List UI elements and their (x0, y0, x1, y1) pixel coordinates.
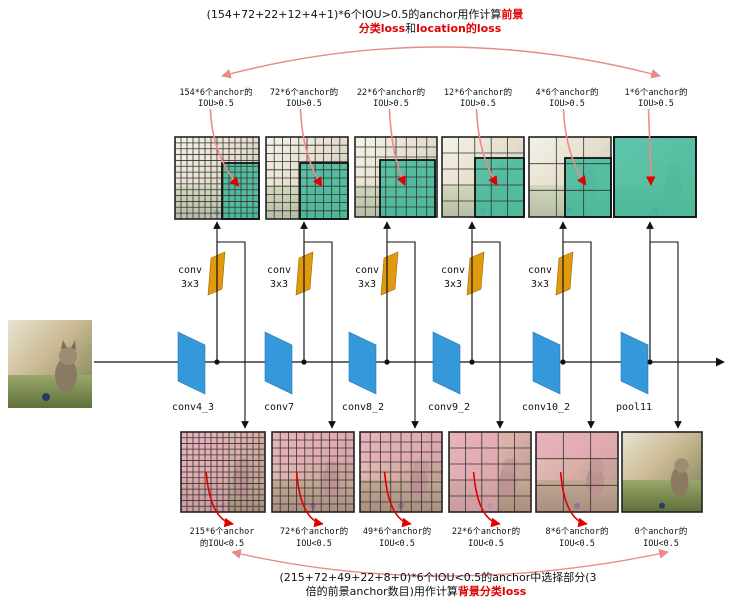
positive-label-line2: IOU>0.5 (198, 99, 234, 109)
positive-label-line1: 12*6个anchor的 (444, 87, 512, 98)
teal-overlay (380, 160, 435, 217)
positive-label-line1: 154*6个anchor的 (179, 87, 252, 98)
conv-label-line1: conv (441, 265, 465, 276)
layer-label: conv8_2 (342, 402, 384, 413)
negative-image-1 (180, 431, 266, 528)
top-curve-arrow (221, 46, 661, 79)
conv-label-line2: 3x3 (270, 279, 288, 290)
conv-label-line2: 3x3 (181, 279, 199, 290)
conv-block (532, 331, 561, 395)
positive-label-line2: IOU>0.5 (549, 99, 585, 109)
positive-labels: 154*6个anchor的IOU>0.572*6个anchor的IOU>0.52… (179, 87, 687, 109)
positive-label-line2: IOU>0.5 (373, 99, 409, 109)
negative-label-line2: IOU<0.5 (468, 539, 504, 549)
bottom-curve-arrow (231, 549, 669, 577)
pink-overlay (536, 432, 618, 458)
positive-label-line1: 4*6个anchor的 (535, 87, 598, 98)
negative-label-line2: IOU<0.5 (296, 539, 332, 549)
branch-line (649, 241, 682, 429)
red-arrow (388, 108, 406, 186)
positive-image-3 (354, 108, 438, 218)
red-arrow (299, 108, 323, 188)
conv-block (264, 331, 293, 395)
positive-image-2 (265, 108, 349, 220)
layer-label: conv7 (264, 402, 294, 413)
positive-label-line1: 72*6个anchor的 (270, 87, 338, 98)
negative-image-5 (535, 431, 619, 528)
red-arrow (383, 471, 412, 528)
negative-anchor-images (180, 431, 703, 528)
positive-image-4 (441, 108, 525, 218)
positive-image-6 (613, 108, 697, 218)
top-caption-line2: 分类loss和location的loss (359, 21, 502, 35)
red-arrow (645, 108, 656, 186)
negative-image-6 (621, 431, 703, 513)
input-image (8, 320, 92, 408)
red-arrow (205, 471, 235, 528)
negative-image-3 (359, 431, 443, 528)
conv-label-line1: conv (267, 265, 291, 276)
red-arrow (559, 471, 588, 528)
layer-label: conv9_2 (428, 402, 470, 413)
red-arrow (475, 108, 498, 186)
positive-label-line1: 1*6个anchor的 (624, 87, 687, 98)
negative-label-line2: IOU<0.5 (379, 539, 415, 549)
red-arrow (295, 471, 324, 528)
positive-label-line2: IOU>0.5 (460, 99, 496, 109)
conv-label-line2: 3x3 (358, 279, 376, 290)
bottom-caption-line2: 倍的前景anchor数目)用作计算背景分类loss (306, 584, 527, 598)
negative-image-2 (271, 431, 355, 528)
pipeline: conv4_3 conv7 conv8_2 conv9_2 conv10_2 pool11 (94, 221, 725, 429)
negative-label-line1: 72*6个anchor的 (280, 526, 348, 537)
negative-label-line1: 8*6个anchor的 (545, 526, 608, 537)
teal-overlay (475, 158, 524, 217)
negative-label-line2: IOU<0.5 (559, 539, 595, 549)
conv-label-line2: 3x3 (531, 279, 549, 290)
small-conv-block (555, 251, 574, 296)
conv-block (177, 331, 206, 395)
positive-label-line2: IOU>0.5 (638, 99, 674, 109)
conv-block (620, 331, 649, 395)
positive-label-line1: 22*6个anchor的 (357, 87, 425, 98)
layer-label: conv10_2 (522, 402, 570, 413)
small-conv-block (380, 251, 399, 296)
negative-label-line1: 22*6个anchor的 (452, 526, 520, 537)
negative-label-line1: 49*6个anchor的 (363, 526, 431, 537)
conv-label-line1: conv (178, 265, 202, 276)
conv-label-line2: 3x3 (444, 279, 462, 290)
teal-overlay (614, 137, 696, 217)
negative-label-line2: IOU<0.5 (643, 539, 679, 549)
small-conv-blocks: conv 3x3 conv 3x3 conv 3x3 conv 3x3 conv 3x3 (178, 251, 574, 296)
red-arrow (562, 108, 587, 186)
layer-label: pool11 (616, 402, 652, 413)
red-arrow (209, 108, 240, 187)
positive-label-line2: IOU>0.5 (286, 99, 322, 109)
pink-overlay (449, 432, 498, 512)
teal-overlay (565, 158, 611, 217)
negative-image-4 (448, 431, 532, 528)
positive-image-5 (528, 108, 612, 218)
conv-block (432, 331, 461, 395)
conv-label-line1: conv (355, 265, 379, 276)
negative-label-line1: 0个anchor的 (635, 526, 688, 537)
red-arrow (472, 471, 501, 528)
top-caption-line1: (154+72+22+12+4+1)*6个IOU>0.5的anchor用作计算前… (207, 7, 524, 21)
negative-label-line2: 的IOU<0.5 (200, 538, 244, 549)
conv-label-line1: conv (528, 265, 552, 276)
negative-label-line1: 215*6个anchor (190, 527, 255, 537)
bottom-caption-line1: (215+72+49+22+8+0)*6个IOU<0.5的anchor中选择部分… (279, 570, 596, 584)
layer-label: conv4_3 (172, 402, 214, 413)
small-conv-block (466, 251, 485, 296)
conv-block (348, 331, 377, 395)
positive-image-1 (174, 108, 260, 220)
positive-anchor-images (174, 108, 697, 220)
